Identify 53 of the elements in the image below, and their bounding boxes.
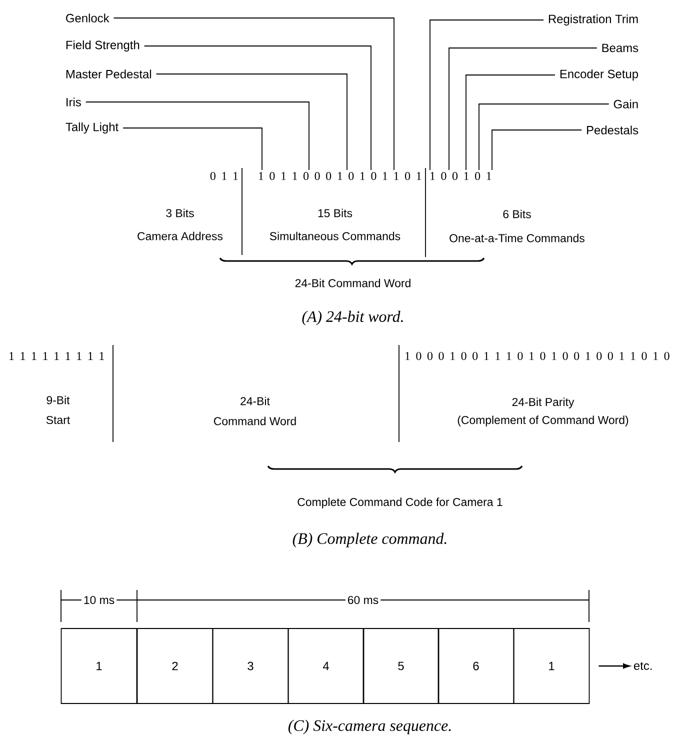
control-label: Registration Trim (548, 14, 638, 26)
control-label: Beams (602, 44, 638, 52)
leader-line (430, 20, 544, 170)
control-label: Iris (66, 98, 81, 106)
leader-line (85, 102, 310, 170)
time-slot-box: 5 (362, 628, 440, 704)
field-label: 3 Bits (166, 208, 194, 218)
leader-line (448, 48, 598, 170)
control-label: Pedestals (587, 126, 638, 134)
field-label: Simultaneous Commands (270, 232, 400, 240)
field-label: 24-Bit Parity (512, 398, 574, 408)
field-label: One-at-a-Time Commands (450, 234, 584, 242)
bit-string: 0 1 1 (210, 172, 238, 180)
field-label: 15 Bits (318, 208, 352, 218)
field-label: Camera Address (138, 232, 223, 240)
control-label: Master Pedestal (66, 70, 152, 78)
arrow (598, 663, 630, 669)
control-label: Field Strength (66, 40, 140, 52)
time-slot-box: 6 (438, 628, 514, 704)
etc-label: etc. (634, 662, 652, 670)
field-label: Start (46, 416, 70, 424)
field-label: Complete Command Code for Camera 1 (298, 498, 502, 508)
control-label: Tally Light (66, 122, 118, 134)
field-label: 24-Bit (240, 396, 270, 406)
caption: (B) Complete command. (292, 532, 446, 548)
leader-line (466, 74, 556, 170)
control-label: Encoder Setup (560, 69, 638, 81)
field-label: 6 Bits (503, 210, 531, 218)
time-slot-box: 1 (513, 628, 590, 704)
leader-line (144, 46, 372, 170)
time-slot-box: 4 (288, 628, 364, 704)
bit-string: 1 0 0 1 0 1 (430, 172, 492, 180)
field-label: (Complement of Command Word) (458, 416, 628, 426)
bit-string: 1 1 1 1 1 1 1 1 1 (10, 352, 104, 360)
time-slot-box: 3 (212, 628, 289, 704)
time-slot-box: 2 (136, 628, 214, 704)
leader-line (113, 18, 394, 170)
leader-line (122, 128, 262, 170)
caption: (A) 24-bit word. (302, 310, 403, 326)
time-slot-box: 1 (60, 628, 138, 704)
control-label: Gain (614, 100, 638, 108)
dimension-label: 10 ms (81, 594, 117, 606)
leader-line (156, 74, 348, 170)
bit-string: 1 0 0 0 1 0 0 1 1 1 0 1 0 1 0 0 1 0 0 1 1 0 1 0 (406, 352, 670, 360)
leader-line (492, 130, 582, 170)
control-label: Genlock (66, 14, 110, 22)
bit-string: 1 0 1 1 0 0 0 1 0 1 0 1 1 0 1 (259, 172, 422, 180)
dimension-label: 60 ms (345, 594, 381, 606)
leader-line (478, 104, 610, 170)
field-label: 24-Bit Command Word (295, 278, 410, 288)
field-label: 9-Bit (46, 396, 70, 404)
caption: (C) Six-camera sequence. (288, 720, 451, 734)
field-label: Command Word (214, 416, 296, 426)
